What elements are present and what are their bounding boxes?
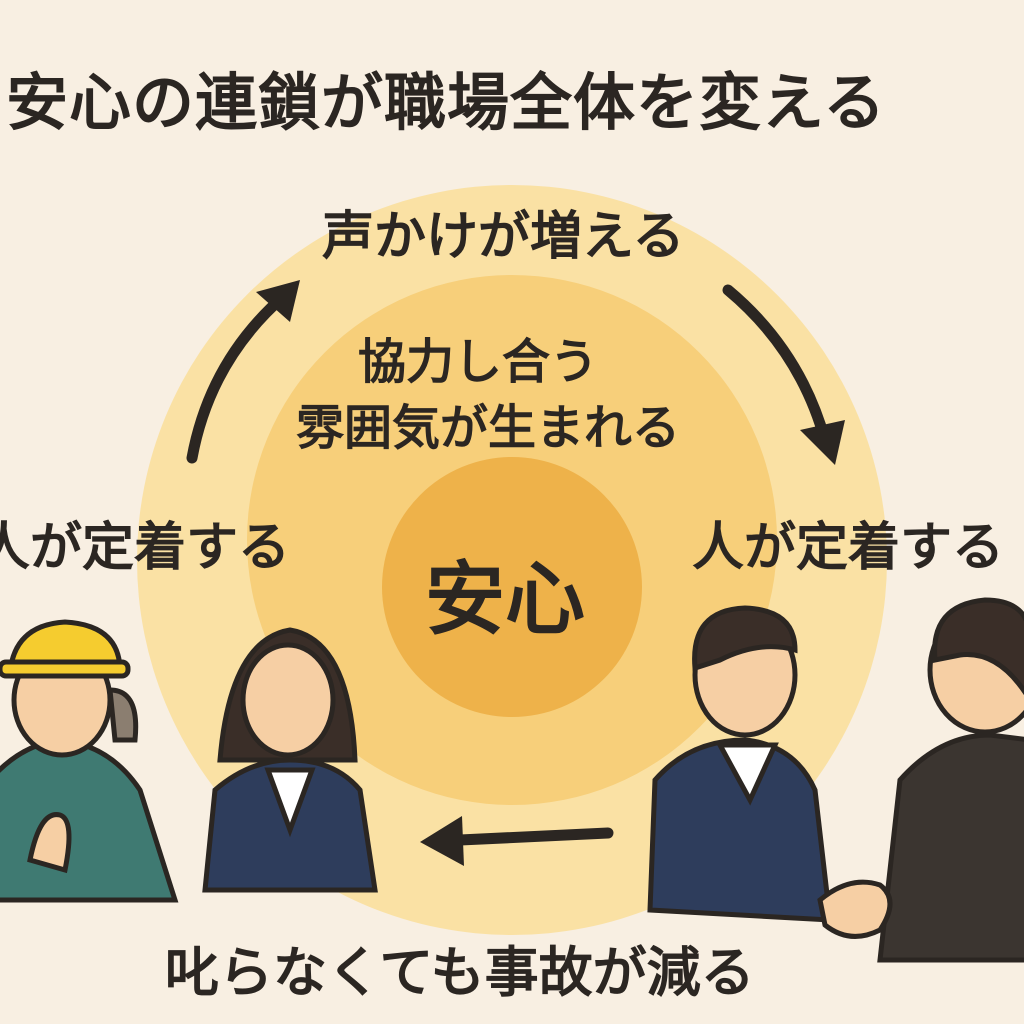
handshake-illustration	[817, 879, 893, 939]
cycle-arrows	[186, 284, 831, 846]
cycle-step-left: 人が定着する	[0, 518, 291, 578]
center-label: 安心	[425, 553, 585, 646]
cycle-step-middle-line2: 雰囲気が生まれる	[296, 400, 681, 456]
worker-illustration	[0, 619, 179, 903]
arrow-up-left	[186, 289, 291, 464]
cycle-step-right: 人が定着する	[692, 518, 1005, 578]
cycle-step-middle-line1: 協力し合う	[358, 334, 599, 390]
arrow-left-bottom	[454, 827, 614, 846]
arrowhead-left	[420, 816, 464, 866]
cycle-step-top: 声かけが増える	[322, 207, 685, 267]
businessman-right-illustration	[877, 597, 1024, 963]
arrowhead-down	[800, 420, 845, 465]
core-circle	[382, 457, 642, 717]
arrowhead-up	[256, 280, 300, 322]
page-title: 安心の連鎖が職場全体を変える	[6, 66, 887, 139]
arrow-down-right	[722, 284, 831, 446]
businessman-left-illustration	[647, 605, 833, 923]
cycle-step-bottom: 叱らなくても事故が減る	[165, 941, 755, 1004]
woman-illustration	[202, 627, 378, 893]
